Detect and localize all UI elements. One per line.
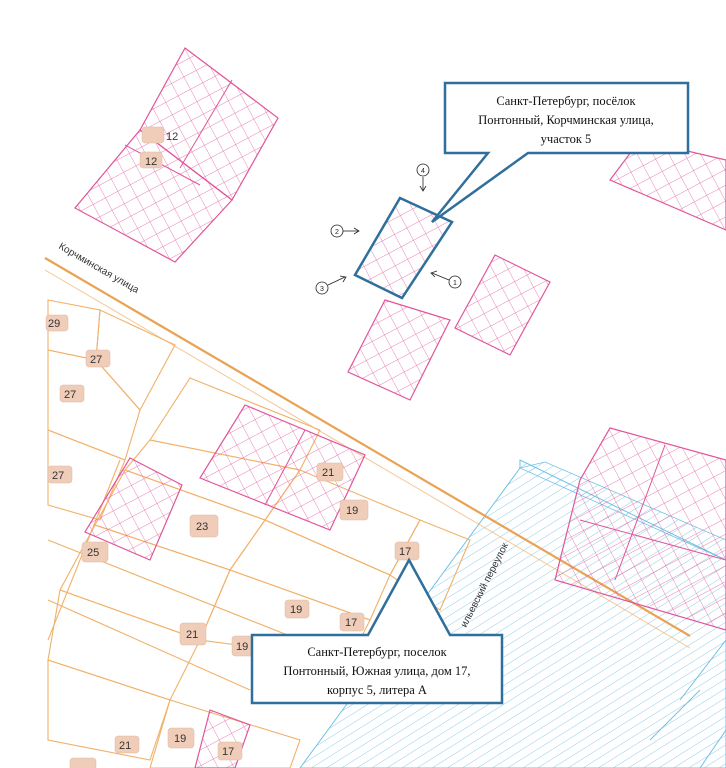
callout-top-line-2: Понтонный, Корчминская улица, <box>478 113 654 127</box>
parcel-east <box>454 254 551 356</box>
svg-text:3: 3 <box>320 286 324 293</box>
house-number: 21 <box>119 740 131 752</box>
building <box>69 757 97 768</box>
house-number: 12 <box>166 131 178 143</box>
marker-1: 1 <box>430 270 462 289</box>
building <box>394 541 420 561</box>
svg-text:1: 1 <box>453 280 457 287</box>
svg-text:2: 2 <box>335 229 339 236</box>
house-number: 17 <box>399 546 411 558</box>
callout-bottom: Санкт-Петербург, поселок Понтонный, Южна… <box>250 557 504 705</box>
callout-bottom-line-2: Понтонный, Южная улица, дом 17, <box>283 664 470 678</box>
house-number: 27 <box>90 354 102 366</box>
callout-top: Санкт-Петербург, посёлок Понтонный, Корч… <box>431 81 690 224</box>
house-number: 19 <box>236 641 248 653</box>
building <box>141 126 165 144</box>
building <box>179 622 207 646</box>
house-number: 19 <box>346 505 358 517</box>
callout-bottom-line-3: корпус 5, литера А <box>327 683 427 697</box>
callout-top-line-1: Санкт-Петербург, посёлок <box>496 94 636 108</box>
parcel-southeast <box>554 427 726 631</box>
building <box>339 612 365 632</box>
marker-4: 4 <box>416 163 430 192</box>
house-number: 27 <box>52 470 64 482</box>
building <box>47 465 73 484</box>
house-number: 23 <box>196 521 208 533</box>
building <box>189 514 219 538</box>
building <box>139 151 163 169</box>
marker-3: 3 <box>315 275 347 295</box>
house-number: 17 <box>345 617 357 629</box>
house-number: 25 <box>87 547 99 559</box>
building <box>167 727 195 749</box>
building <box>114 735 140 754</box>
svg-text:4: 4 <box>421 168 425 175</box>
boundary-markers: 4 2 3 1 <box>315 163 462 295</box>
building <box>217 741 243 761</box>
building <box>59 384 85 403</box>
parcel-12-south <box>74 129 233 263</box>
building <box>339 499 369 521</box>
house-number: 19 <box>174 733 186 745</box>
house-number: 12 <box>145 156 157 168</box>
street-label-korchminskaya: Корчминская улица <box>57 241 141 296</box>
building <box>81 541 109 563</box>
parcel-south-of-5 <box>347 299 451 401</box>
house-number: 17 <box>222 746 234 758</box>
house-number: 21 <box>322 467 334 479</box>
building <box>284 599 310 619</box>
house-number: 27 <box>64 389 76 401</box>
building <box>316 462 344 482</box>
building <box>85 349 111 368</box>
house-number: 21 <box>186 629 198 641</box>
house-numbers: 12 12 29 27 27 27 21 19 23 25 17 19 17 2… <box>48 131 411 758</box>
parcel-west <box>84 457 183 561</box>
callout-top-line-3: участок 5 <box>541 132 592 146</box>
parcel-top-right <box>609 139 726 231</box>
marker-2: 2 <box>330 224 360 238</box>
target-parcel <box>353 196 454 300</box>
callout-bottom-line-1: Санкт-Петербург, поселок <box>307 645 447 659</box>
house-number: 19 <box>290 604 302 616</box>
building <box>45 314 69 332</box>
house-number: 29 <box>48 318 60 330</box>
buildings <box>45 126 420 768</box>
parcel-21 <box>199 404 366 531</box>
